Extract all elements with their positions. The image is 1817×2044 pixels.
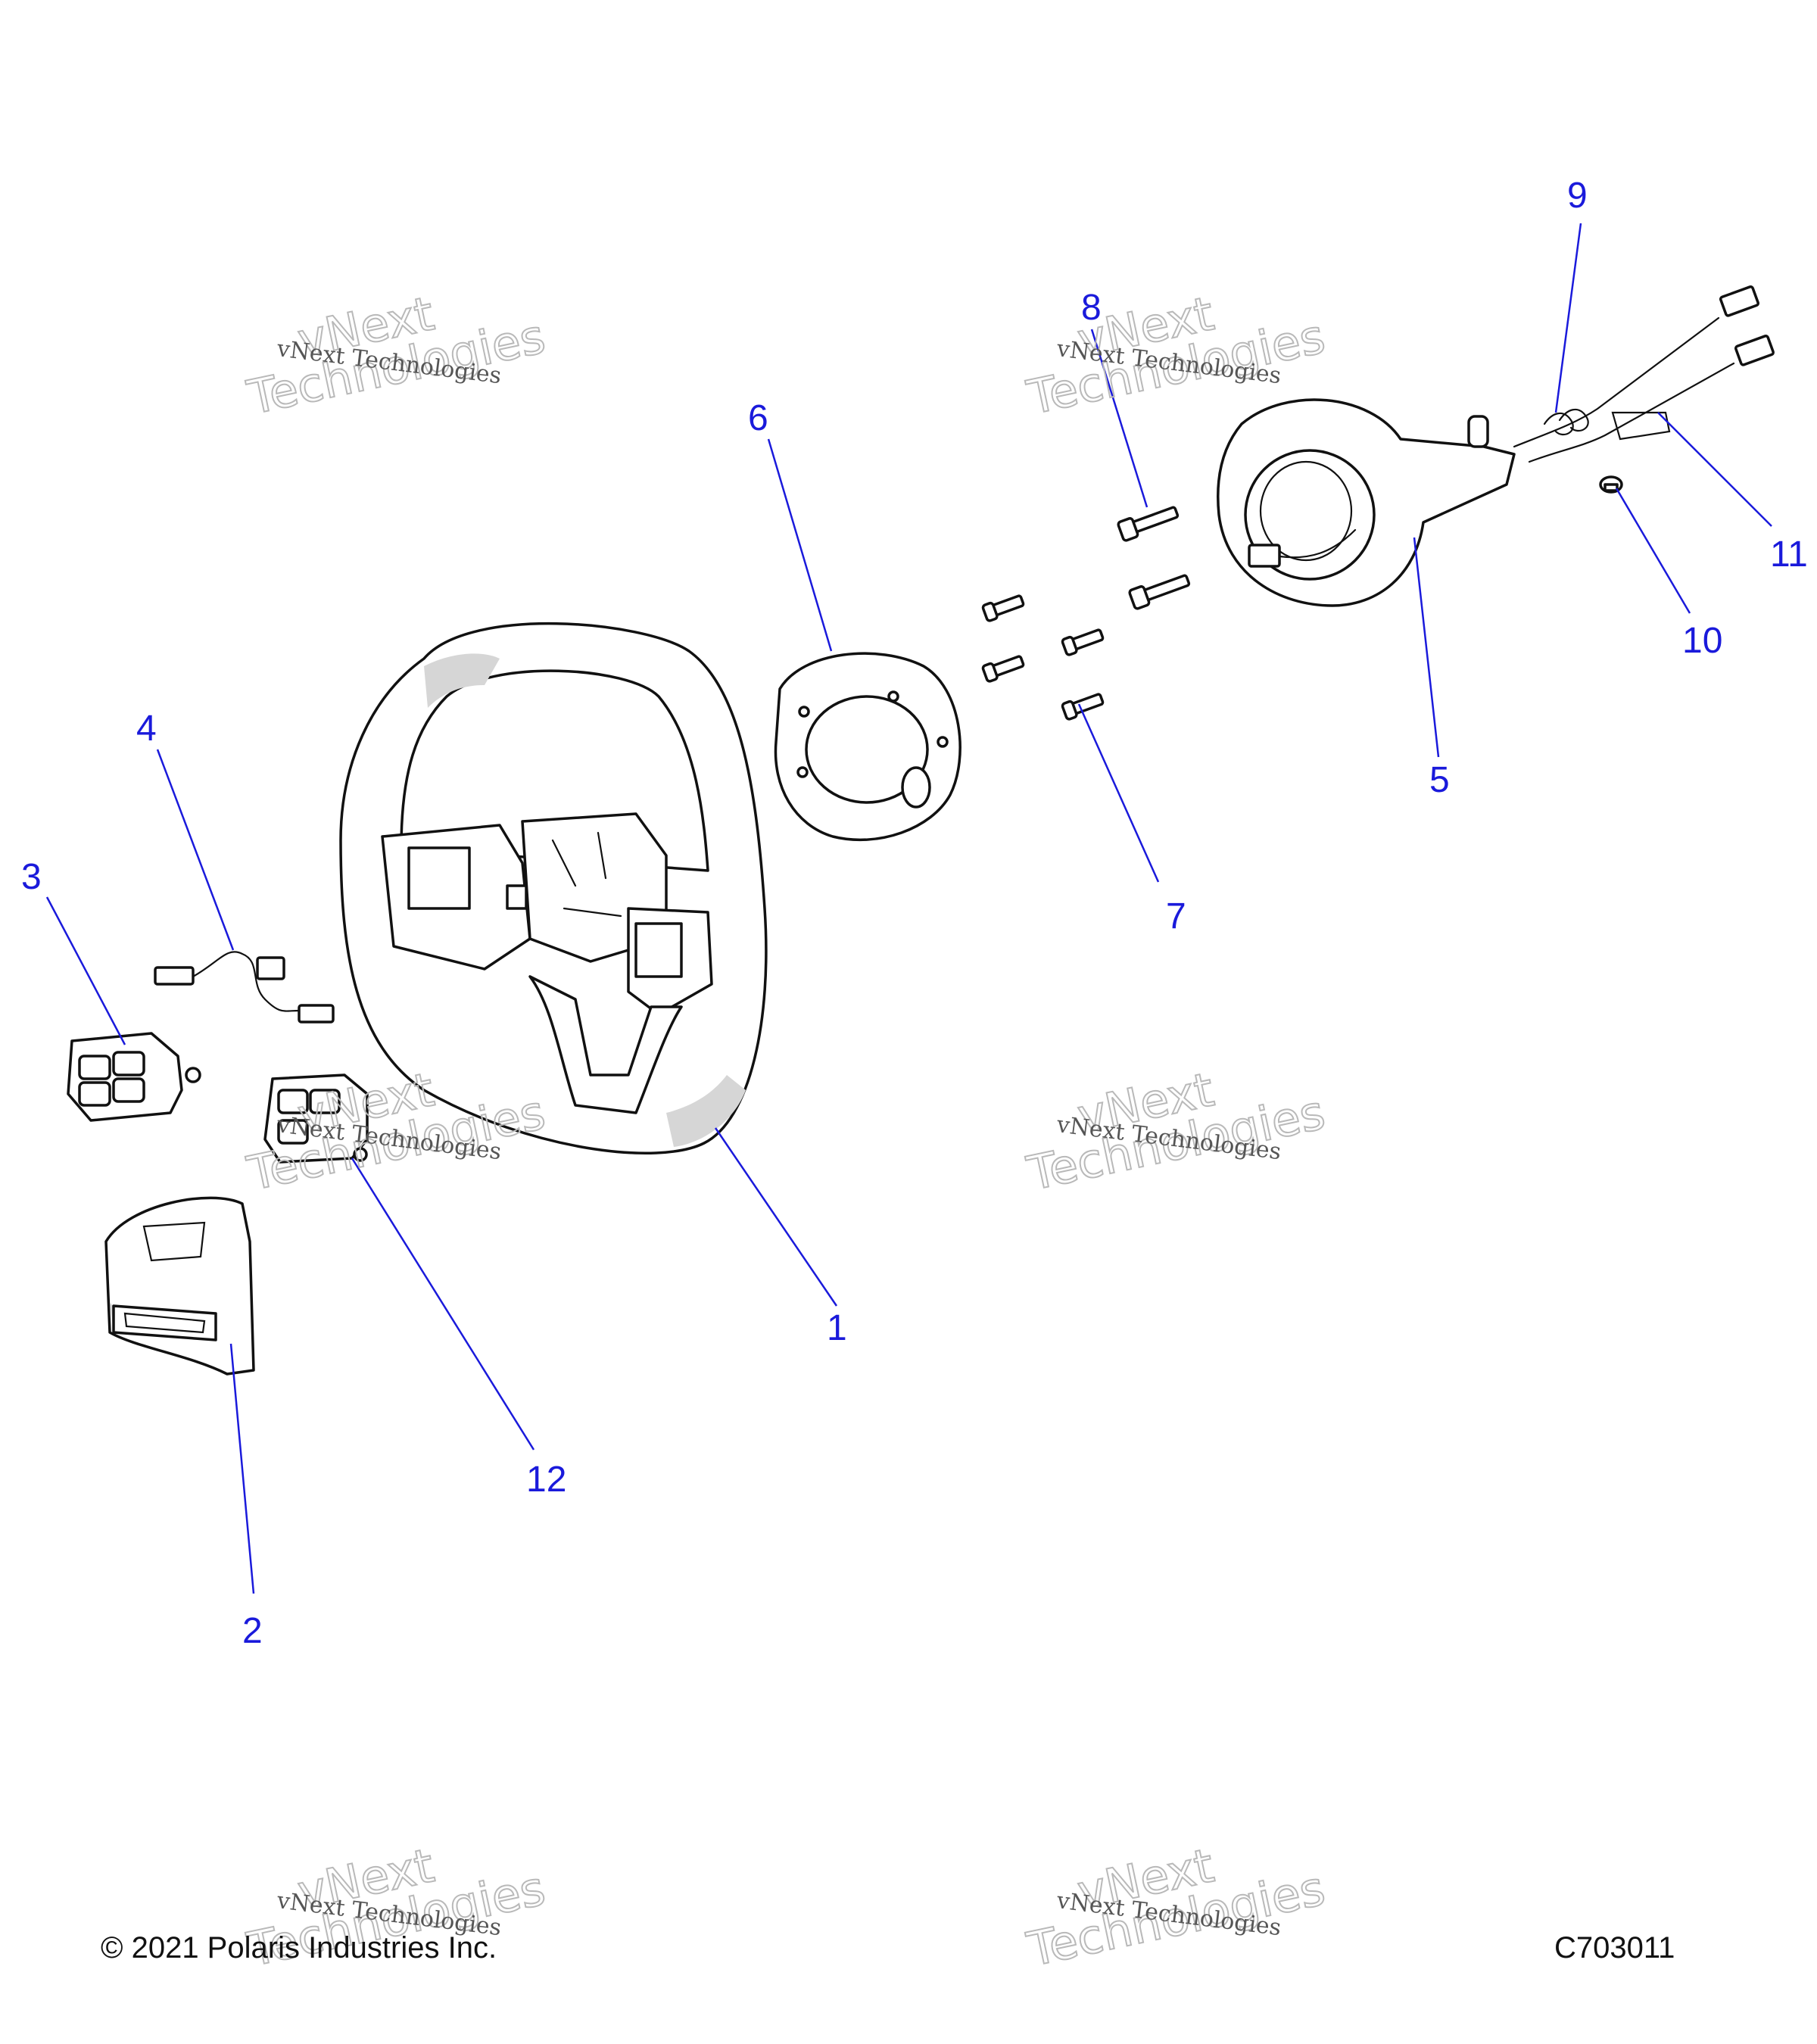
leader-7	[1077, 703, 1160, 883]
steering-column-housing	[1217, 398, 1516, 607]
callout-12: 12	[526, 1460, 566, 1500]
right-switch-assembly	[263, 1073, 369, 1164]
leader-12	[351, 1158, 535, 1450]
copyright-text: © 2021 Polaris Industries Inc.	[101, 1931, 497, 1965]
drawing-code: C703011	[1554, 1931, 1675, 1965]
callout-2: 2	[242, 1611, 263, 1651]
leader-6	[767, 438, 833, 652]
leader-4	[156, 749, 235, 951]
leader-11	[1657, 412, 1772, 527]
left-switch-assembly	[67, 1032, 201, 1122]
switch-harness	[154, 951, 335, 1024]
callout-7: 7	[1166, 896, 1186, 936]
callout-9: 9	[1567, 176, 1588, 216]
mounting-screws	[981, 594, 1105, 721]
flange-bolts	[1117, 506, 1191, 610]
steering-wheel	[339, 622, 768, 1154]
callout-11: 11	[1770, 534, 1808, 575]
leader-9	[1554, 223, 1582, 413]
leader-5	[1413, 537, 1440, 758]
leader-3	[45, 896, 126, 1045]
spacer-ring	[774, 652, 961, 842]
callout-10: 10	[1682, 621, 1722, 661]
leader-8	[1090, 329, 1148, 508]
column-harness	[1513, 285, 1775, 463]
leader-10	[1615, 488, 1691, 614]
callout-3: 3	[21, 857, 42, 897]
callout-1: 1	[827, 1308, 847, 1348]
callout-5: 5	[1429, 760, 1450, 800]
callout-6: 6	[748, 398, 768, 438]
leader-1	[714, 1127, 838, 1307]
callout-labels: 1 2 3 4 5 6 7 8 9 10 11 12	[21, 176, 1808, 1651]
hub-cover	[104, 1196, 255, 1376]
leader-lines	[45, 223, 1772, 1594]
leader-2	[229, 1343, 255, 1594]
callout-8: 8	[1081, 288, 1102, 328]
callout-4: 4	[136, 709, 157, 749]
clip-screw	[1599, 475, 1623, 494]
